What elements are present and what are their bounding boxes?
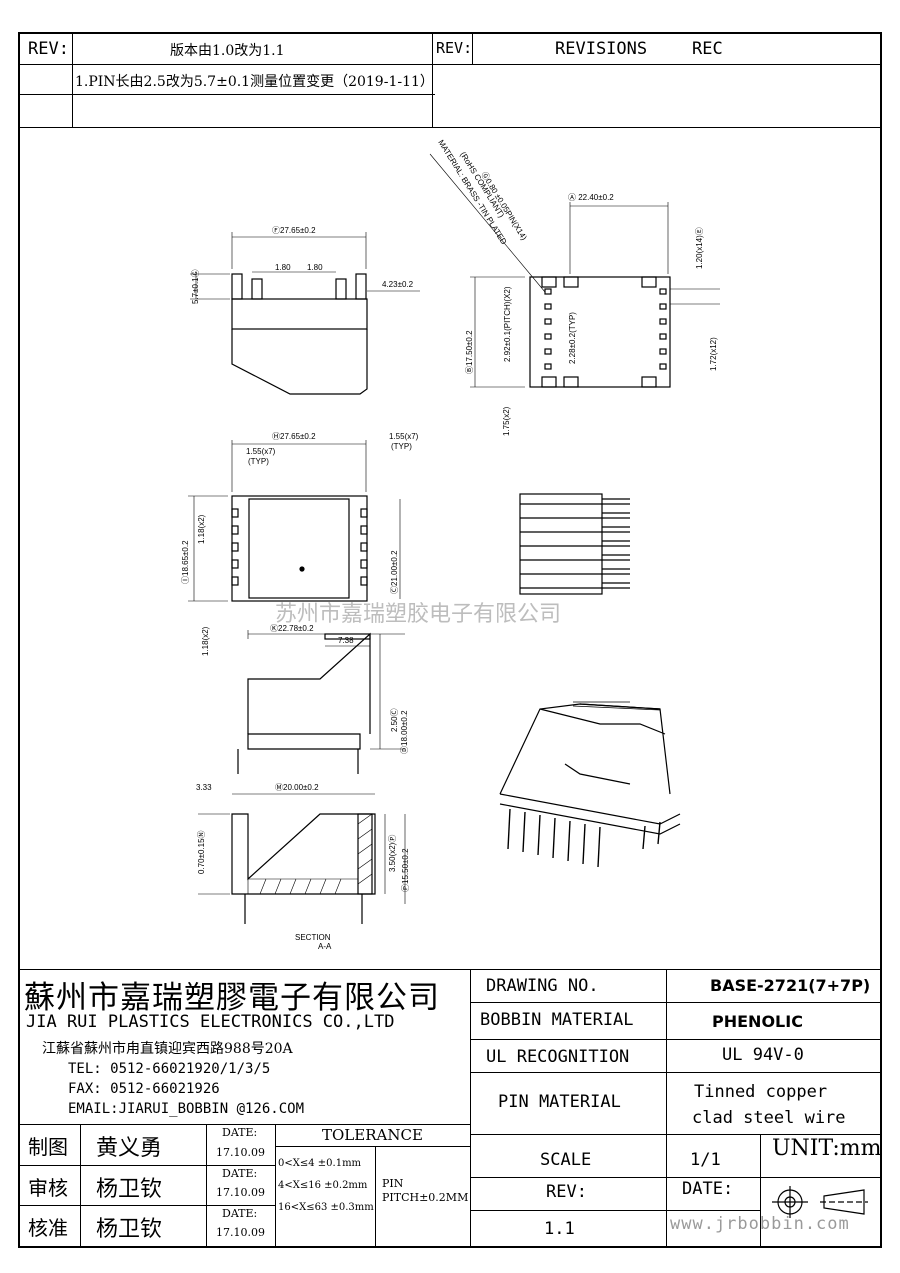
signoff-date-3: 17.10.09 [216,1226,265,1239]
drawing-no-label: DRAWING NO. [486,976,599,996]
signoff-date-label-1: DATE: [222,1126,258,1139]
signoff-name-3: 杨卫钦 [96,1217,163,1242]
dim-118a: 1.18(x2) [197,514,206,544]
section-view [198,793,406,924]
revision-note-2: 1.PIN长由2.5改为5.7±0.1测量位置变更（2019-1-11） [75,74,434,90]
rev-label: REV: [546,1182,587,1202]
dim-i: Ⓘ18.65±0.2 [181,540,190,584]
dim-738: 7.38 [338,636,354,645]
rev-label-left: REV: [28,39,69,59]
projection-symbol [772,1186,868,1218]
pin-pitch-label-2: PITCH±0.2MM [382,1191,469,1204]
side-view-top [190,232,420,395]
rev-value: 1.1 [544,1219,575,1239]
top-view [188,440,401,602]
dim-175: 1.75(x2) [502,406,511,436]
revisions-label: REVISIONS [555,39,648,59]
date-label: DATE: [682,1179,734,1199]
signoff-name-1: 黄义勇 [96,1136,163,1161]
signoff-name-2: 杨卫钦 [96,1177,163,1202]
company-fax: FAX: 0512-66021926 [68,1081,220,1097]
dim-155a: 1.55(x7) [246,447,276,456]
company-tel: TEL: 0512-66021920/1/3/5 [68,1061,271,1077]
ul-recognition-label: UL RECOGNITION [486,1047,630,1067]
company-email: EMAIL:JIARUI_BOBBIN @126.COM [68,1101,305,1117]
unit-label: UNIT:mm [772,1136,882,1161]
pin-side-view [519,493,630,595]
rec-label: REC [692,39,723,59]
rev-label-right: REV: [436,39,473,57]
dim-423: 4.23±0.2 [382,280,414,289]
dim-m: Ⓜ20.00±0.2 [275,783,319,792]
dim-350: 3.50(x2)Ⓟ [388,835,397,872]
watermark: 苏州市嘉瑞塑胶电子有限公司 [275,602,561,627]
pin-material-value-2: clad steel wire [692,1108,846,1128]
dim-b: Ⓑ17.50±0.2 [465,330,474,374]
dim-f: Ⓕ27.65±0.2 [272,226,316,235]
dim-228: 2.28±0.2(TYP) [568,312,577,364]
dim-g-top: 5.7±0.1Ⓖ [191,269,200,304]
dim-p: Ⓟ15.50±0.2 [401,848,410,892]
dim-d: Ⓓ18.00±0.2 [400,710,409,754]
signoff-date-label-3: DATE: [222,1207,258,1220]
bottom-view [429,153,720,388]
company-name-en: JIA RUI PLASTICS ELECTRONICS CO.,LTD [26,1012,395,1032]
tolerance-range-1: 0<X≤4 ±0.1mm [278,1158,362,1169]
drawing-sheet: REV: 版本由1.0改为1.1 1.PIN长由2.5改为5.7±0.1测量位置… [18,32,882,1248]
signoff-date-label-2: DATE: [222,1167,258,1180]
dim-155b: 1.55(x7) [389,432,419,441]
dim-a: Ⓐ 22.40±0.2 [568,193,614,202]
dim-250: 2.50Ⓒ [390,708,399,732]
signoff-role-3: 核准 [28,1216,68,1240]
signoff-role-1: 制图 [28,1135,68,1159]
technical-drawing: Ⓕ27.65±0.2 1.80 1.80 4.23±0.2 5.7±0.1Ⓖ Ⓐ… [181,138,720,951]
dim-172: 1.72(x12) [709,337,718,371]
dim-118b: 1.18(x2) [201,626,210,656]
dim-c: Ⓒ21.00±0.2 [390,550,399,594]
tolerance-range-3: 16<X≤63 ±0.3mm [278,1202,374,1213]
pin-pitch-label-1: PIN [382,1177,404,1190]
tolerance-label: TOLERANCE [322,1126,423,1144]
company-address: 江蘇省蘇州市甪直镇迎宾西路988号20A [42,1041,293,1057]
revision-note-1: 版本由1.0改为1.1 [170,43,285,59]
dim-070: 0.70±0.15Ⓝ [197,830,206,874]
section-label-2: A-A [318,942,332,951]
tolerance-range-2: 4<X≤16 ±0.2mm [278,1180,368,1191]
dim-typa: (TYP) [248,457,269,466]
pin-material-label: PIN MATERIAL [498,1092,621,1112]
dim-typb: (TYP) [391,442,412,451]
dim-pitch: 2.92±0.1(PITCH)(X2) [503,286,512,362]
dim-180b: 1.80 [307,263,323,272]
isometric-view [499,701,681,868]
signoff-date-2: 17.10.09 [216,1186,265,1199]
website-url: www.jrbobbin.com [670,1214,850,1234]
dim-333: 3.33 [196,783,212,792]
dim-h: Ⓗ27.65±0.2 [272,432,316,441]
bobbin-material-label: BOBBIN MATERIAL [480,1010,634,1030]
dim-k: Ⓚ22.78±0.2 [270,624,314,633]
dim-e-top: 1.20(x14)Ⓔ [695,227,704,269]
scale-label: SCALE [540,1150,592,1170]
bobbin-material-value: PHENOLIC [712,1012,803,1031]
elevation-view [237,630,405,774]
section-label-1: SECTION [295,933,331,942]
drawing-no-value: BASE-2721(7+7P) [710,976,871,995]
dim-180a: 1.80 [275,263,291,272]
signoff-date-1: 17.10.09 [216,1146,265,1159]
pin-material-value-1: Tinned copper [694,1082,828,1102]
signoff-role-2: 审核 [28,1176,68,1200]
scale-value: 1/1 [690,1150,721,1170]
ul-recognition-value: UL 94V-0 [722,1045,804,1065]
company-name-cn: 蘇州市嘉瑞塑膠電子有限公司 [24,980,440,1016]
